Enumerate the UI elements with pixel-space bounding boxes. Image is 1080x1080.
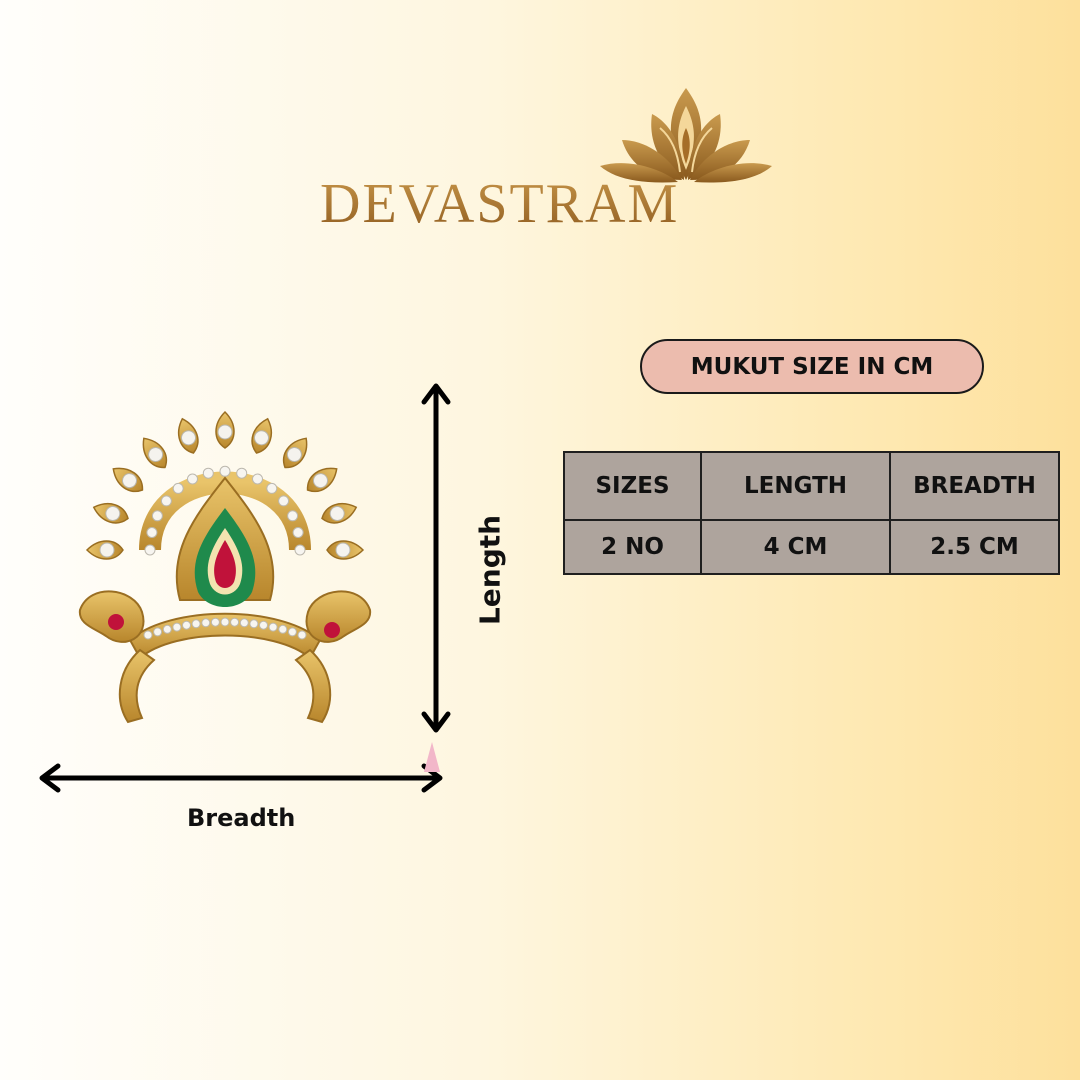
crown-petal [92,503,129,524]
crown-stone [239,618,249,628]
crown-stone [230,617,240,627]
crown-petal [283,437,308,469]
crown-stone [172,622,182,632]
length-label: Length [473,514,507,626]
crown-petal [326,540,365,560]
crown-petals [85,410,365,560]
crown-petal [215,410,235,449]
table-row: 2 NO 4 CM 2.5 CM [563,519,1060,575]
crown-stone [187,473,198,485]
header-sizes: SIZES [563,451,702,521]
crown-stone [259,620,268,630]
crown-stone [201,618,211,628]
crown-stone [249,619,259,629]
length-arrow [421,383,451,733]
crown-stone [292,527,304,538]
crown-stone [144,544,156,556]
crown-stone [287,510,299,522]
mukut-crown-icon [78,410,372,724]
breadth-label: Breadth [187,804,296,832]
cell-size: 2 NO [563,519,702,575]
crown-stone [252,473,263,485]
crown-stone [294,544,306,556]
cell-length: 4 CM [700,519,891,575]
crown-stone [202,467,214,479]
cell-breadth: 2.5 CM [889,519,1060,575]
crown-petal [85,540,124,560]
breadth-arrow [39,763,443,793]
crown-petal [178,417,199,454]
crown-stone [278,624,288,634]
brand-name: DEVASTRAM [320,173,680,235]
crown-petal [142,437,167,469]
crown-stone [287,627,297,637]
crown-stone [220,617,230,627]
crown-stone [236,467,248,479]
crown-stone [172,482,184,494]
header-breadth: BREADTH [889,451,1060,521]
crown-petal [321,503,358,524]
crown-stone [143,630,153,640]
crown-stone [146,527,158,538]
crown-stone [162,624,172,634]
crown-petal [251,417,272,454]
crown-stone [191,619,201,629]
header-length: LENGTH [700,451,891,521]
size-table: SIZES LENGTH BREADTH 2 NO 4 CM 2.5 CM [563,451,1060,575]
crown-stone [210,617,220,627]
corner-marker [424,742,440,772]
lotus-logo-icon [600,88,772,183]
crown-stone [153,627,163,637]
brand-logo: DEVASTRAM [320,80,780,240]
table-header-row: SIZES LENGTH BREADTH [563,451,1060,521]
crown-stone [182,620,191,630]
crown-stone [278,495,290,507]
crown-stone [266,482,278,494]
crown-stone [151,510,163,522]
crown-stone [297,630,307,640]
crown-petal [306,467,338,492]
size-title-badge: MUKUT SIZE IN CM [640,339,984,394]
crown-petal [112,467,144,492]
crown-stone [219,465,231,477]
crown-stone [160,495,172,507]
crown-stone [268,622,278,632]
crown-stones [143,465,307,640]
